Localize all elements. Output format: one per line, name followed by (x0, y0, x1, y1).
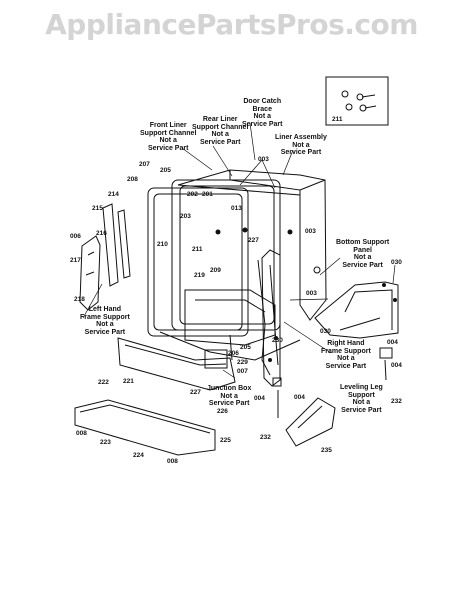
part-number: 003 (306, 290, 317, 297)
callout-liner-assembly: Liner Assembly Not a Service Part (275, 134, 327, 157)
part-number: 211 (192, 246, 203, 253)
part-number: 221 (123, 378, 134, 385)
part-number: 209 (210, 267, 221, 274)
part-number: 203 (180, 213, 191, 220)
callout-bottom-support: Bottom Support Panel Not a Service Part (336, 239, 390, 269)
part-number: 004 (294, 394, 305, 401)
part-number: 225 (220, 437, 231, 444)
left-frame-support (79, 203, 131, 311)
part-number: 214 (108, 191, 119, 198)
part-number: 004 (254, 395, 265, 402)
part-number: 215 (92, 205, 103, 212)
kick-plate (74, 399, 216, 456)
part-number: 217 (70, 257, 81, 264)
part-number: 208 (127, 176, 138, 183)
part-number: 013 (231, 205, 242, 212)
part-number: 003 (258, 156, 269, 163)
part-number: 030 (391, 259, 402, 266)
part-number: 223 (100, 439, 111, 446)
part-number: 006 (70, 233, 81, 240)
lower-front-panel (117, 337, 236, 391)
part-number: 229 (237, 359, 248, 366)
part-number: 205 (160, 167, 171, 174)
tub-assembly (147, 169, 327, 376)
part-number: 230 (272, 337, 283, 344)
callout-rear-liner: Rear Liner Support Channel Not a Service… (192, 116, 249, 146)
right-frame-support (261, 249, 281, 387)
part-number: 206 (228, 350, 239, 357)
part-number: 201 (202, 191, 213, 198)
part-number: 007 (237, 368, 248, 375)
part-number: 219 (194, 272, 205, 279)
callout-leveling-leg: Leveling Leg Support Not a Service Part (340, 384, 383, 414)
part-number: 202 (187, 191, 198, 198)
part-number: 216 (96, 230, 107, 237)
part-number: 235 (321, 447, 332, 454)
part-number: 232 (260, 434, 271, 441)
part-number: 030 (320, 328, 331, 335)
part-number: 004 (387, 339, 398, 346)
inset-box-211 (325, 76, 389, 126)
callout-door-catch: Door Catch Brace Not a Service Part (242, 98, 283, 128)
part-number: 207 (139, 161, 150, 168)
watermark: AppliancePartsPros.com (45, 8, 418, 41)
part-number: 222 (98, 379, 109, 386)
part-number: 226 (217, 408, 228, 415)
part-number: 008 (167, 458, 178, 465)
part-number: 008 (76, 430, 87, 437)
part-number: 227 (248, 237, 259, 244)
leader-lines (82, 122, 396, 379)
part-number: 210 (157, 241, 168, 248)
bottom-support-panel (314, 281, 399, 339)
leveling-leg-support (272, 347, 393, 447)
part-number: 227 (190, 389, 201, 396)
callout-right-frame: Right Hand Frame Support Not a Service P… (321, 340, 371, 370)
part-number: 003 (305, 228, 316, 235)
fasteners (215, 227, 397, 362)
part-number: 004 (391, 362, 402, 369)
part-number: 224 (133, 452, 144, 459)
part-number: 211 (332, 116, 343, 123)
part-number: 218 (74, 296, 85, 303)
callout-front-liner: Front Liner Support Channel Not a Servic… (140, 122, 197, 152)
callout-left-frame: Left Hand Frame Support Not a Service Pa… (80, 306, 130, 336)
callout-junction-box: Junction Box Not a Service Part (207, 385, 252, 408)
inset-screws (341, 90, 377, 112)
part-number: 232 (391, 398, 402, 405)
part-number: 205 (240, 344, 251, 351)
